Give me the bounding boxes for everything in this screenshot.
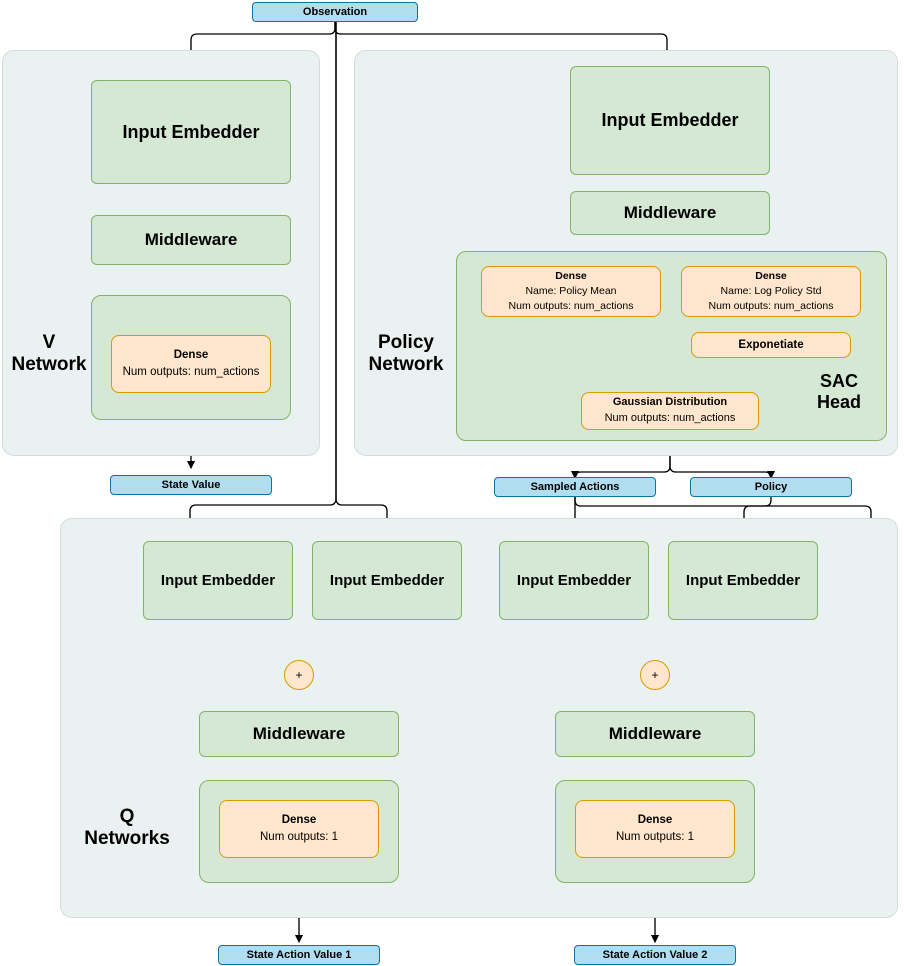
log-policy-std-dense-detail: Num outputs: num_actions bbox=[708, 299, 834, 312]
policy-mean-dense-title: Dense bbox=[555, 270, 587, 283]
observation-node[interactable]: Observation bbox=[252, 2, 418, 22]
state-action-value-1-label: State Action Value 1 bbox=[246, 949, 352, 961]
q-input-embedder-2-label: Input Embedder bbox=[329, 572, 445, 589]
exponetiate-label: Exponetiate bbox=[738, 339, 804, 351]
q2-middleware[interactable]: Middleware bbox=[555, 711, 755, 757]
gaussian-distribution-node[interactable]: Gaussian Distribution Num outputs: num_a… bbox=[581, 392, 759, 430]
log-policy-std-dense-name: Name: Log Policy Std bbox=[720, 285, 822, 298]
q2-add-node[interactable]: + bbox=[640, 660, 670, 690]
log-policy-std-dense-title: Dense bbox=[755, 270, 787, 283]
q-input-embedder-4[interactable]: Input Embedder bbox=[668, 541, 818, 620]
policy-input-embedder-label: Input Embedder bbox=[601, 110, 739, 130]
q1-middleware[interactable]: Middleware bbox=[199, 711, 399, 757]
q-input-embedder-2[interactable]: Input Embedder bbox=[312, 541, 462, 620]
policy-middleware-label: Middleware bbox=[623, 203, 717, 222]
q-input-embedder-4-label: Input Embedder bbox=[685, 572, 801, 589]
q1-add-node[interactable]: + bbox=[284, 660, 314, 690]
state-value-node[interactable]: State Value bbox=[110, 475, 272, 495]
q-input-embedder-1-label: Input Embedder bbox=[160, 572, 276, 589]
policy-input-embedder[interactable]: Input Embedder bbox=[570, 66, 770, 175]
v-dense-detail: Num outputs: num_actions bbox=[122, 366, 260, 378]
q-networks-group-label: Q Networks bbox=[84, 806, 170, 849]
exponetiate-node[interactable]: Exponetiate bbox=[691, 332, 851, 358]
state-action-value-2-label: State Action Value 2 bbox=[602, 949, 708, 961]
q-input-embedder-3[interactable]: Input Embedder bbox=[499, 541, 649, 620]
q2-dense-title: Dense bbox=[637, 814, 673, 827]
state-action-value-2-node[interactable]: State Action Value 2 bbox=[574, 945, 736, 965]
v-input-embedder[interactable]: Input Embedder bbox=[91, 80, 291, 184]
q2-dense-node[interactable]: Dense Num outputs: 1 bbox=[575, 800, 735, 858]
sampled-actions-label: Sampled Actions bbox=[530, 481, 620, 493]
v-network-group-label: V Network bbox=[11, 332, 87, 375]
q2-dense-detail: Num outputs: 1 bbox=[616, 831, 694, 843]
gaussian-distribution-detail: Num outputs: num_actions bbox=[604, 412, 736, 424]
policy-mean-dense-name: Name: Policy Mean bbox=[525, 285, 617, 298]
v-dense-node[interactable]: Dense Num outputs: num_actions bbox=[111, 335, 271, 393]
policy-output-label: Policy bbox=[754, 481, 788, 493]
state-action-value-1-node[interactable]: State Action Value 1 bbox=[218, 945, 380, 965]
observation-label: Observation bbox=[302, 6, 368, 18]
q1-middleware-label: Middleware bbox=[252, 724, 346, 743]
q-input-embedder-1[interactable]: Input Embedder bbox=[143, 541, 293, 620]
gaussian-distribution-title: Gaussian Distribution bbox=[612, 396, 728, 409]
sampled-actions-node[interactable]: Sampled Actions bbox=[494, 477, 656, 497]
q-input-embedder-3-label: Input Embedder bbox=[516, 572, 632, 589]
policy-network-group-label: Policy Network bbox=[368, 332, 444, 375]
q1-dense-node[interactable]: Dense Num outputs: 1 bbox=[219, 800, 379, 858]
v-dense-title: Dense bbox=[173, 349, 209, 362]
q2-middleware-label: Middleware bbox=[608, 724, 702, 743]
v-middleware-label: Middleware bbox=[144, 230, 238, 249]
q1-dense-detail: Num outputs: 1 bbox=[260, 831, 338, 843]
q1-add-symbol: + bbox=[295, 668, 303, 682]
log-policy-std-dense-node[interactable]: Dense Name: Log Policy Std Num outputs: … bbox=[681, 266, 861, 317]
q1-dense-title: Dense bbox=[281, 814, 317, 827]
policy-mean-dense-detail: Num outputs: num_actions bbox=[508, 299, 634, 312]
sac-head-label: SAC Head bbox=[816, 371, 861, 412]
v-input-embedder-label: Input Embedder bbox=[122, 121, 260, 142]
q2-add-symbol: + bbox=[651, 668, 659, 682]
v-middleware[interactable]: Middleware bbox=[91, 215, 291, 265]
state-value-label: State Value bbox=[161, 479, 221, 491]
policy-mean-dense-node[interactable]: Dense Name: Policy Mean Num outputs: num… bbox=[481, 266, 661, 317]
policy-middleware[interactable]: Middleware bbox=[570, 191, 770, 235]
policy-output-node[interactable]: Policy bbox=[690, 477, 852, 497]
